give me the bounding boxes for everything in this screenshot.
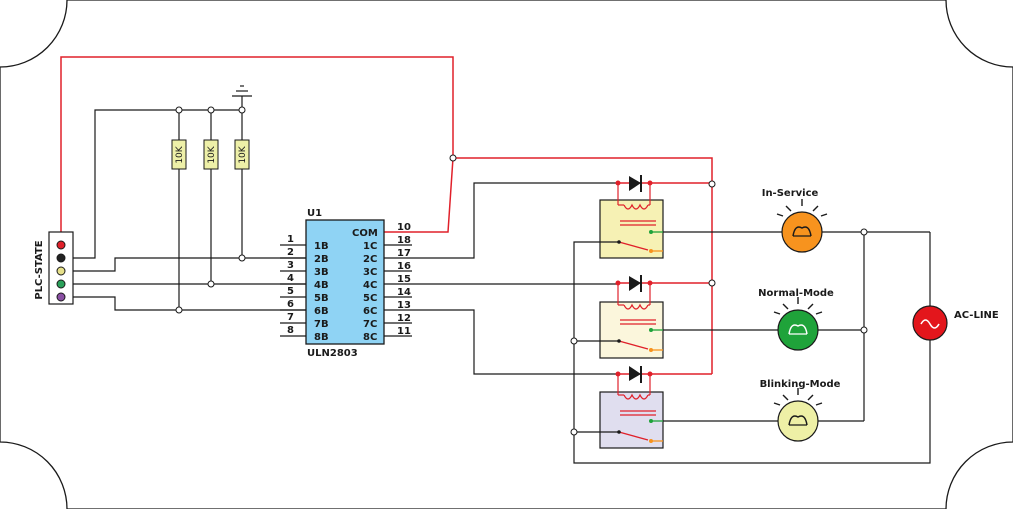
plc-connector: PLC-STATE: [34, 231, 74, 305]
ic-pin-name: 7B: [314, 319, 329, 330]
ic-pin-number: 6: [287, 299, 294, 310]
ic-pin-number: 8: [287, 325, 294, 336]
ic-pin-number: 13: [397, 300, 411, 311]
relay-3: [599, 374, 664, 449]
ic-pin-name: 1B: [314, 241, 329, 252]
junction-dots: [175, 106, 868, 436]
ic-pin-number: 1: [287, 234, 294, 245]
relay-2: [599, 283, 664, 359]
ic-output-pins: 1C 18 2C 17 3C 16 4C 15 5C 14 6C 13 7C 1…: [363, 235, 411, 343]
ic-pin-name: 5B: [314, 293, 329, 304]
relay-1: [599, 183, 664, 259]
plc-led-3: [56, 266, 66, 276]
ic-pin-name: 2C: [363, 254, 377, 265]
ic-pin-name: 2B: [314, 254, 329, 265]
ic-pin-name: 3B: [314, 267, 329, 278]
plc-led-5: [56, 292, 66, 302]
ic-pin-number: 16: [397, 261, 411, 272]
ic-pin-name: 4C: [363, 280, 377, 291]
ic-pin-name: 4B: [314, 280, 329, 291]
diode-2: [615, 275, 653, 292]
plc-led-4: [56, 279, 66, 289]
ic-pin-name: 6C: [363, 306, 377, 317]
ic-pin-number: 15: [397, 274, 411, 285]
ac-line-source: AC-LINE: [912, 305, 999, 341]
resistor-r1: 10K: [171, 139, 187, 170]
signal-wiring: [61, 85, 931, 464]
ic-com-pin: 10: [397, 222, 411, 233]
resistor-r1-value: 10K: [175, 145, 185, 163]
resistor-r3: 10K: [234, 139, 250, 170]
resistor-r2: 10K: [203, 139, 219, 170]
ac-line-label: AC-LINE: [954, 310, 999, 321]
ic-uln2803: U1 ULN2803 COM 10 1 1B 2 2B 3 3B 4 4B 5 …: [287, 208, 411, 359]
ic-pin-number: 14: [397, 287, 411, 298]
ic-pin-name: 8C: [363, 332, 377, 343]
ic-pin-number: 11: [397, 326, 411, 337]
plc-led-1: [56, 240, 66, 250]
ic-pin-number: 5: [287, 286, 294, 297]
ic-pin-number: 7: [287, 312, 294, 323]
lamp-in-service: In-Service: [762, 188, 828, 253]
ic-com-label: COM: [352, 228, 378, 239]
ic-pin-name: 3C: [363, 267, 377, 278]
ic-pin-number: 3: [287, 260, 294, 271]
ic-part: ULN2803: [307, 348, 358, 359]
ic-ref: U1: [307, 208, 322, 219]
lamp-normal-mode: Normal-Mode: [758, 288, 834, 351]
ic-pin-number: 17: [397, 248, 411, 259]
ic-pin-name: 8B: [314, 332, 329, 343]
ic-pin-name: 7C: [363, 319, 377, 330]
ic-pin-name: 6B: [314, 306, 329, 317]
resistor-r2-value: 10K: [207, 145, 217, 163]
plc-led-2: [56, 253, 66, 263]
ic-pin-name: 1C: [363, 241, 377, 252]
lamp-blinking-mode-label: Blinking-Mode: [760, 379, 841, 390]
ic-pin-number: 12: [397, 313, 411, 324]
ic-pin-name: 5C: [363, 293, 377, 304]
lamp-normal-mode-label: Normal-Mode: [758, 288, 834, 299]
ic-pin-number: 2: [287, 247, 294, 258]
resistor-r3-value: 10K: [238, 145, 248, 163]
lamp-blinking-mode: Blinking-Mode: [760, 379, 841, 442]
ic-pin-number: 4: [287, 273, 294, 284]
lamp-in-service-label: In-Service: [762, 188, 819, 199]
plc-title: PLC-STATE: [34, 240, 45, 299]
ic-pin-number: 18: [397, 235, 411, 246]
ic-input-pins: 1 1B 2 2B 3 3B 4 4B 5 5B 6 6B 7 7B 8 8B: [287, 234, 329, 343]
